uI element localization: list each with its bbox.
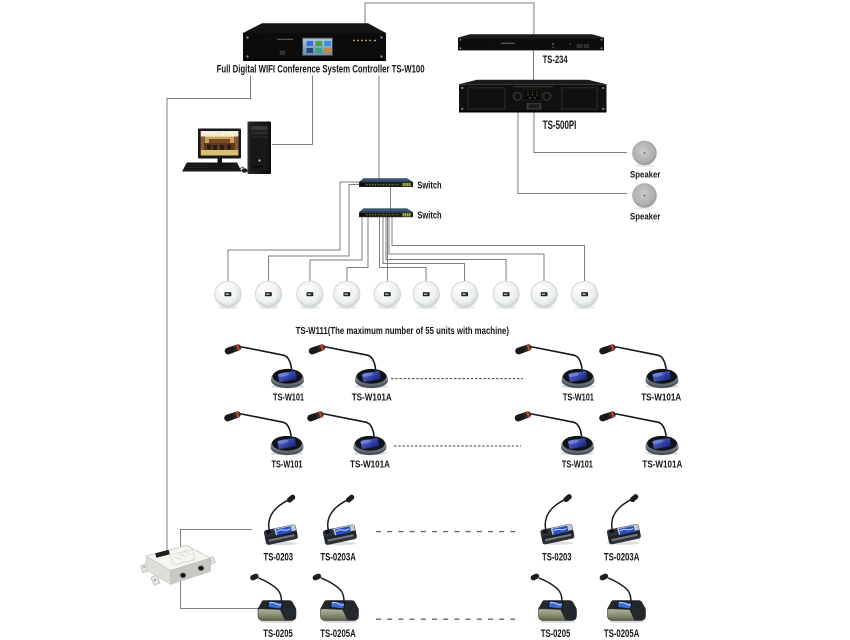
- svg-text:TS-0205: TS-0205: [263, 628, 293, 640]
- svg-text:TS-W101A: TS-W101A: [642, 459, 682, 470]
- svg-text:Full Digital WIFI Conference S: Full Digital WIFI Conference System Cont…: [217, 63, 425, 75]
- svg-text:TS-W101: TS-W101: [563, 393, 594, 404]
- svg-text:itc: itc: [473, 87, 478, 92]
- svg-text:TS-W111(The maximum number of: TS-W111(The maximum number of 55 units w…: [296, 326, 509, 337]
- svg-text:itc: itc: [268, 38, 274, 43]
- svg-text:TS-0205: TS-0205: [541, 628, 571, 640]
- svg-text:TS-500PI: TS-500PI: [543, 120, 577, 132]
- svg-text:TS-W101: TS-W101: [272, 459, 303, 470]
- svg-text:TS-0205A: TS-0205A: [604, 628, 640, 640]
- svg-text:TS-0205A: TS-0205A: [320, 628, 356, 640]
- svg-text:TS-234: TS-234: [543, 54, 569, 66]
- svg-text:Speaker: Speaker: [630, 169, 661, 180]
- svg-text:TS-W101A: TS-W101A: [350, 459, 390, 470]
- svg-text:TS-0203: TS-0203: [542, 551, 572, 563]
- svg-text:Switch: Switch: [417, 179, 441, 191]
- svg-text:TS-W101A: TS-W101A: [641, 393, 681, 404]
- svg-text:TS-W101: TS-W101: [273, 393, 304, 404]
- svg-text:TS-0203: TS-0203: [264, 551, 294, 563]
- svg-text:Speaker: Speaker: [630, 211, 661, 222]
- svg-text:TS-0203A: TS-0203A: [320, 551, 356, 563]
- svg-text:TS-0203A: TS-0203A: [604, 551, 640, 563]
- svg-text:TS-W101: TS-W101: [562, 459, 593, 470]
- svg-text:TS-W101A: TS-W101A: [352, 393, 392, 404]
- svg-text:itc: itc: [494, 42, 498, 46]
- svg-text:Switch: Switch: [417, 209, 441, 221]
